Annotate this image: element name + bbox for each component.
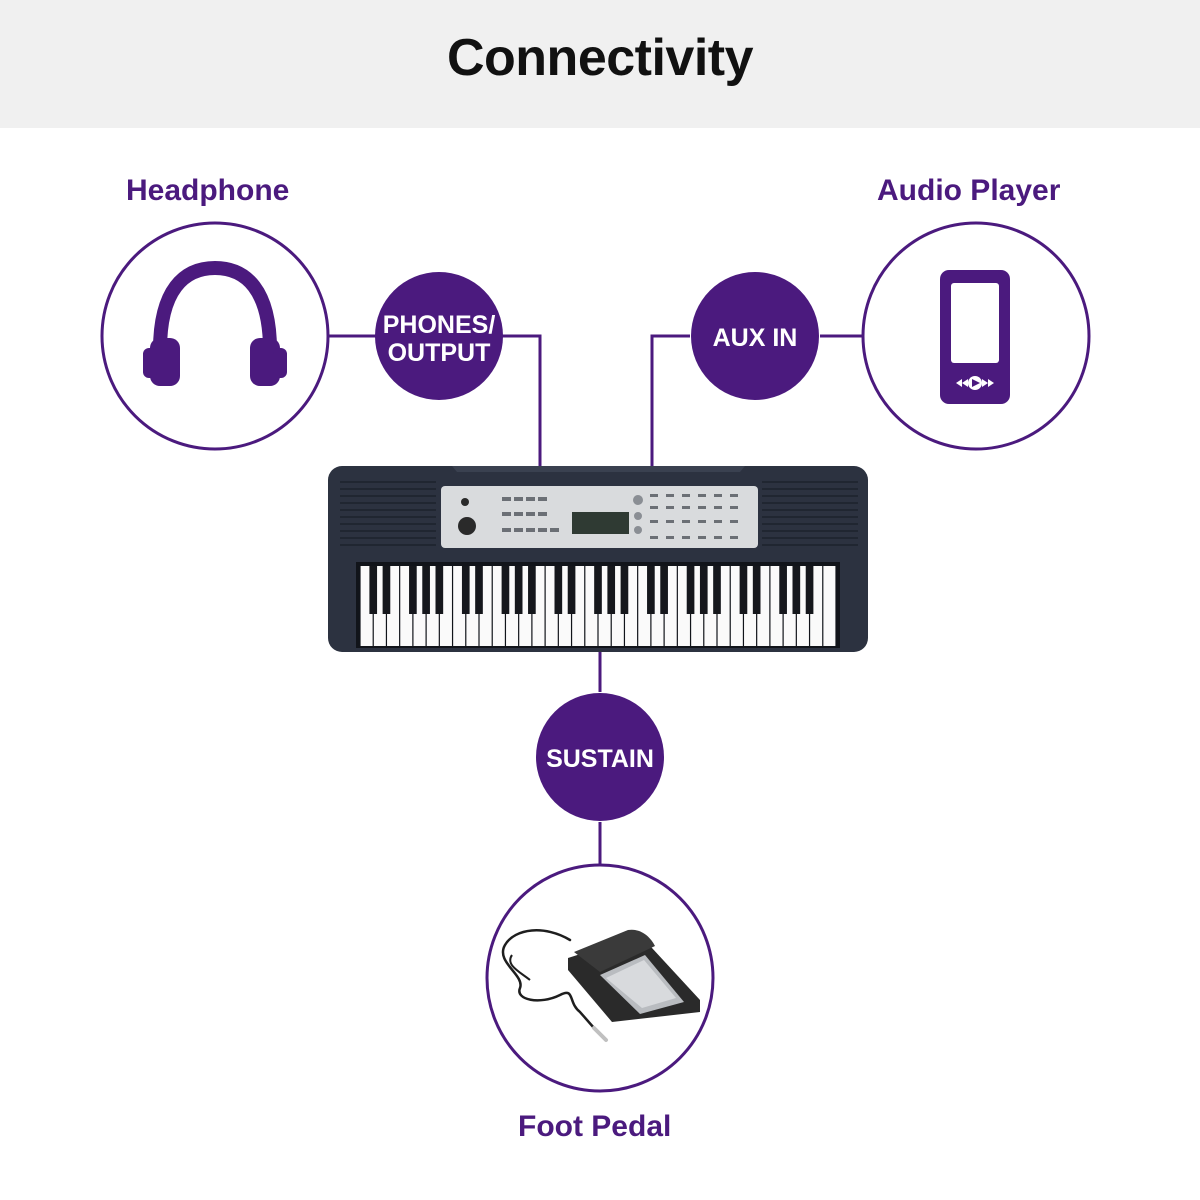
black-key	[779, 566, 787, 614]
audio-player-icon	[940, 270, 1010, 404]
phones-output-port-label: PHONES/ OUTPUT	[375, 311, 503, 367]
panel-buttons-left	[502, 497, 559, 532]
power-button	[461, 498, 469, 506]
lcd-display	[572, 512, 629, 534]
right-speaker-grille	[762, 481, 858, 546]
black-key	[647, 566, 655, 614]
black-key	[607, 566, 616, 614]
headphone-icon	[143, 260, 287, 386]
black-key	[554, 566, 563, 614]
black-key	[660, 566, 668, 614]
aux-in-port-label: AUX IN	[712, 324, 798, 352]
page-title: Connectivity	[446, 29, 754, 87]
foot-pedal-icon	[501, 929, 700, 1042]
panel-buttons-right	[650, 494, 738, 539]
black-key	[528, 566, 536, 614]
volume-knob	[458, 517, 476, 535]
black-key	[713, 566, 721, 614]
headphone-circle	[100, 221, 330, 451]
black-key	[461, 566, 470, 614]
black-key	[686, 566, 695, 614]
aux-in-port-circle	[691, 272, 819, 400]
keyboard-image	[328, 466, 868, 652]
black-key	[752, 566, 761, 614]
line-phones-to-keyboard	[502, 334, 542, 470]
black-key	[699, 566, 708, 614]
black-key	[475, 566, 483, 614]
black-key	[514, 566, 523, 614]
black-key	[369, 566, 378, 614]
black-key	[501, 566, 510, 614]
black-key	[620, 566, 629, 614]
black-key	[567, 566, 576, 614]
phones-output-port-circle	[375, 272, 503, 400]
black-key	[382, 566, 391, 614]
black-key	[422, 566, 430, 614]
foot-pedal-label: Foot Pedal	[518, 1110, 672, 1143]
black-key	[435, 566, 444, 614]
black-key	[739, 566, 748, 614]
connector-lines	[328, 334, 862, 866]
headphone-label: Headphone	[126, 174, 290, 207]
phones-label-line2: OUTPUT	[387, 339, 491, 367]
phones-label-line1: PHONES/	[382, 311, 496, 339]
black-key	[792, 566, 801, 614]
sustain-port-label: SUSTAIN	[546, 745, 654, 773]
black-keys	[369, 566, 814, 614]
line-aux-to-keyboard	[650, 334, 690, 470]
black-key	[409, 566, 417, 614]
white-key	[823, 566, 836, 646]
header-bar	[0, 0, 1200, 128]
audio-player-label: Audio Player	[877, 174, 1061, 207]
black-key	[594, 566, 602, 614]
black-key	[805, 566, 814, 614]
left-speaker-grille	[340, 481, 436, 546]
sustain-port-circle	[536, 693, 664, 821]
